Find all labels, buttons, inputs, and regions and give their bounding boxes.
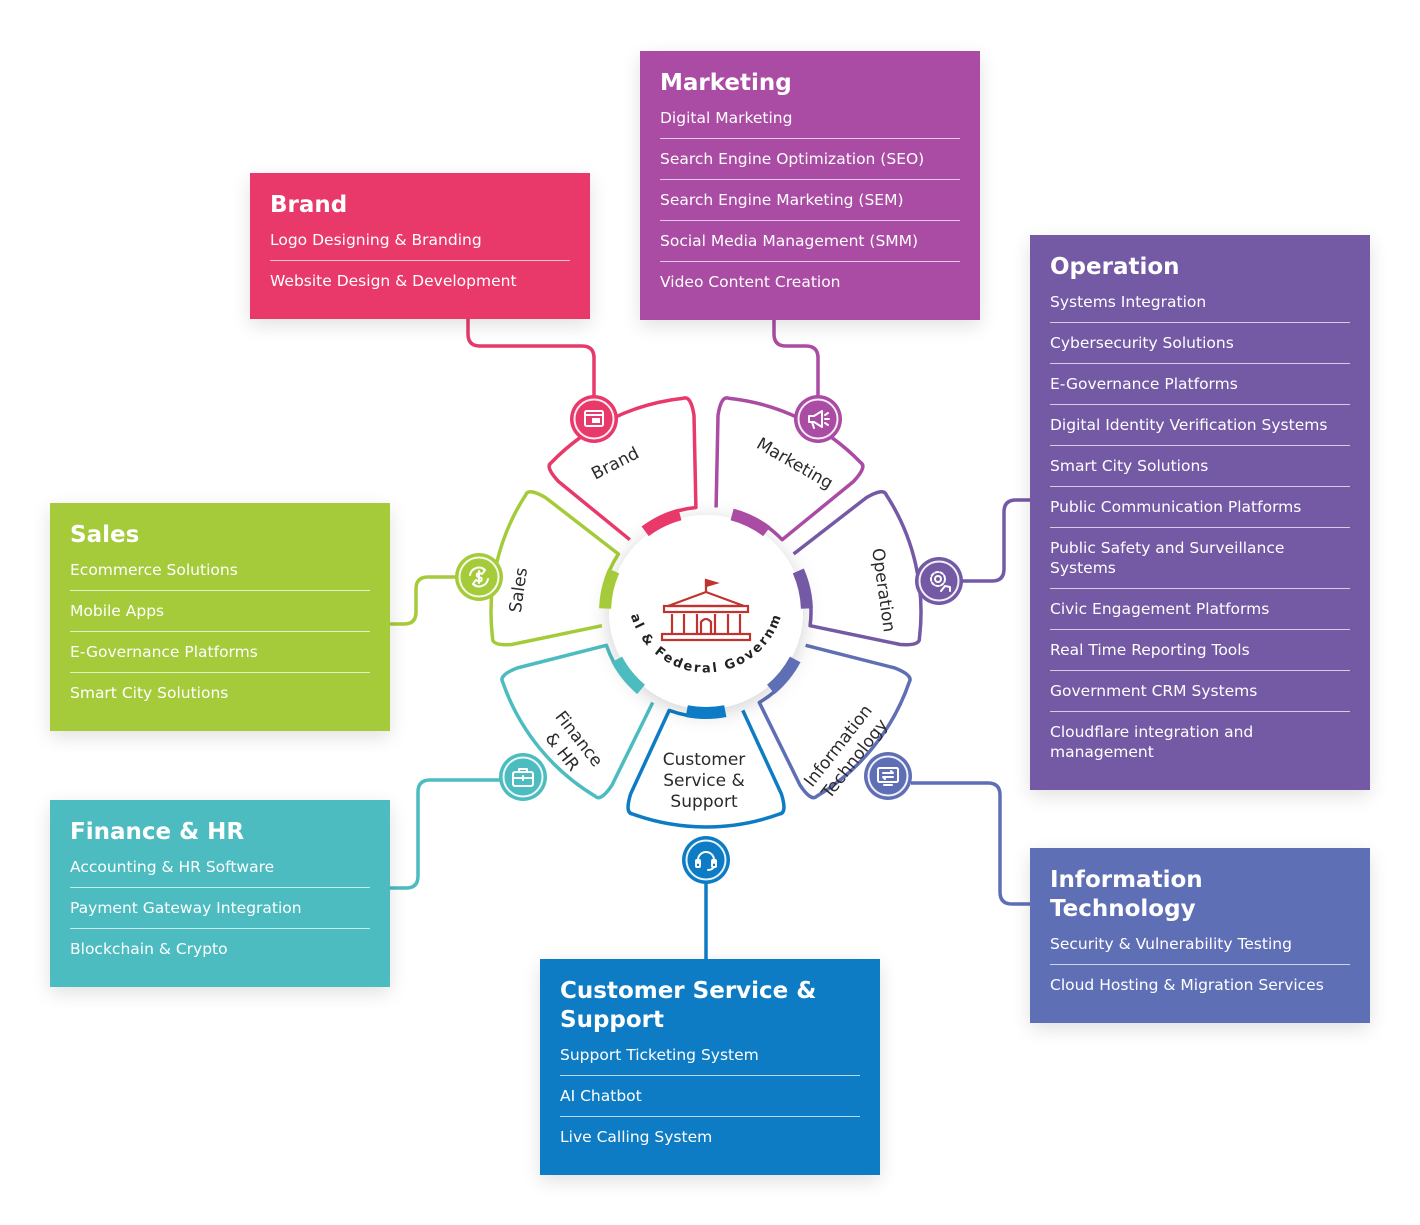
card-item: AI Chatbot [560,1076,860,1117]
gear-hand-icon [915,557,963,605]
card-item: Security & Vulnerability Testing [1050,934,1350,965]
brand-segment [547,396,698,542]
browser-window-icon [570,395,618,443]
segment-label-line: Customer [663,750,746,770]
marketing-connector-line [772,320,820,396]
brand-hub-arc [641,508,682,537]
customer-service-card: Customer Service & Support Support Ticke… [540,959,880,1175]
card-item: Live Calling System [560,1128,713,1146]
card-item: Cloudflare integration and management [1050,723,1254,761]
card-title: Information Technology [1050,867,1203,922]
card-item: Payment Gateway Integration [70,888,370,929]
card-item: Smart City Solutions [70,684,229,702]
card-item: Cloud Hosting & Migration Services [1050,976,1324,994]
card-title: Marketing [660,70,792,96]
sales-connector-line [390,575,456,626]
information-technology-card: Information Technology Security & Vulner… [1030,848,1370,1023]
government-building-icon [660,578,752,642]
card-item: E-Governance Platforms [1050,364,1350,405]
card-item: Search Engine Marketing (SEM) [660,180,960,221]
card-item: Government CRM Systems [1050,671,1350,712]
marketing-segment [714,396,865,542]
operation-segment [792,490,923,647]
segment-label-line: Service & [663,771,745,791]
dollar-cycle-icon [455,553,503,601]
card-item: Public Communication Platforms [1050,487,1350,528]
card-item: Digital Marketing [660,108,960,139]
card-item: Systems Integration [1050,292,1350,323]
card-item: Blockchain & Crypto [70,940,228,958]
card-item: Support Ticketing System [560,1045,860,1076]
card-item: Real Time Reporting Tools [1050,630,1350,671]
card-item: Ecommerce Solutions [70,560,370,591]
operation-connector-line [962,498,1030,583]
it-segment [757,643,912,800]
sales-segment [489,490,621,647]
sales-hub-arc [599,568,620,609]
card-item: Search Engine Optimization (SEO) [660,139,960,180]
card-item: E-Governance Platforms [70,632,370,673]
brand-connector-line [466,319,596,396]
megaphone-icon [794,395,842,443]
card-item: Civic Engagement Platforms [1050,589,1350,630]
card-item: Smart City Solutions [1050,446,1350,487]
headset-icon [682,836,730,884]
card-item: Digital Identity Verification Systems [1050,405,1350,446]
card-title: Sales [70,522,140,548]
hub-color-arcs [599,508,813,719]
operation-hub-arc [792,568,813,609]
card-item: Website Design & Development [270,272,517,290]
card-item: Accounting & HR Software [70,857,370,888]
finance-segment [500,643,655,800]
segment-icons [455,395,963,884]
customer-hub-arc [685,705,727,719]
card-title: Operation [1050,254,1180,280]
it-connector-line [911,781,1030,906]
briefcase-icon [499,753,547,801]
card-title: Brand [270,192,348,218]
finance-hub-arc [611,656,646,694]
monitor-transfer-icon [864,752,912,800]
customer-segment [626,708,786,829]
card-item: Social Media Management (SMM) [660,221,960,262]
finance-connector-line [390,778,500,890]
card-title: Finance & HR [70,819,245,845]
connector-lines [390,319,1030,959]
card-title: Customer Service & Support [560,978,817,1033]
it-hub-arc [766,656,801,694]
marketing-hub-arc [730,508,771,537]
card-item: Cybersecurity Solutions [1050,323,1350,364]
card-item: Logo Designing & Branding [270,230,570,261]
card-item: Video Content Creation [660,273,841,291]
card-item: Mobile Apps [70,591,370,632]
segment-label-line: Support [670,792,738,812]
card-item: Public Safety and Surveillance Systems [1050,528,1350,589]
